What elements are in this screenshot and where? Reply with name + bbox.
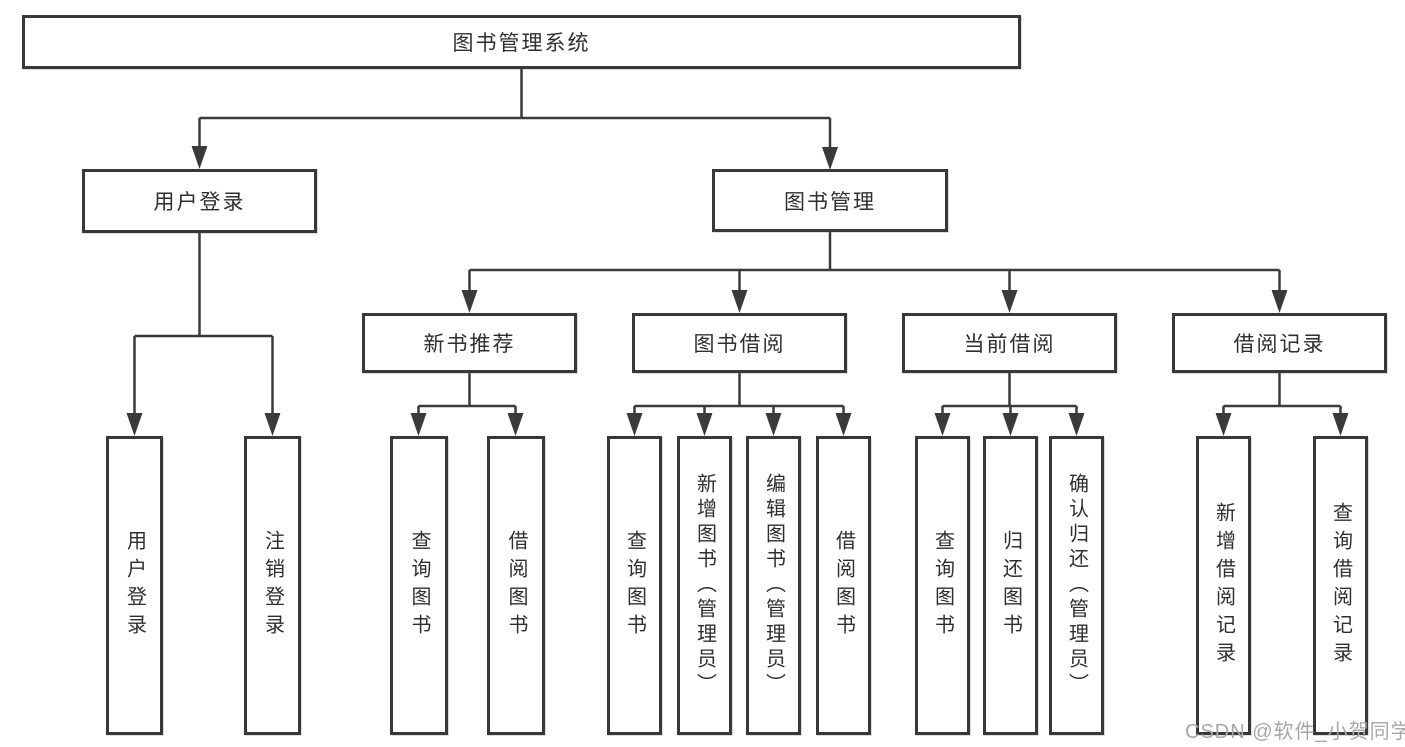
node-library-management-system: 图书管理系统 — [22, 15, 1021, 69]
node-label: 借阅记录 — [1233, 333, 1326, 356]
node-label: 注销登录 — [261, 529, 284, 642]
node-label: 新增借阅记录 — [1212, 501, 1235, 670]
csdn-watermark: CSDN @软件_小贺同学 — [1185, 721, 1405, 743]
leaf-edit-books-admin: 编辑图书（管理员） — [746, 436, 801, 735]
node-label: 用户登录 — [153, 191, 246, 214]
node-label: 查询图书 — [931, 529, 954, 642]
node-label: 新书推荐 — [423, 333, 516, 356]
leaf-query-borrow-record: 查询借阅记录 — [1313, 436, 1368, 735]
node-label: 确认归还（管理员） — [1065, 473, 1088, 698]
node-label: 用户登录 — [123, 529, 146, 642]
leaf-confirm-return-admin: 确认归还（管理员） — [1049, 436, 1104, 735]
arrowhead-icons — [126, 146, 1349, 436]
node-new-book-recommendation: 新书推荐 — [362, 313, 577, 373]
node-user-login: 用户登录 — [82, 169, 317, 233]
node-label: 图书借阅 — [693, 333, 786, 356]
node-label: 当前借阅 — [963, 333, 1056, 356]
leaf-query-books-current: 查询图书 — [915, 436, 970, 735]
node-label: 借阅图书 — [832, 529, 855, 642]
node-current-borrowing: 当前借阅 — [902, 313, 1117, 373]
leaf-query-books-borrowing: 查询图书 — [607, 436, 662, 735]
node-borrowing-records: 借阅记录 — [1172, 313, 1387, 373]
leaf-query-books-recommend: 查询图书 — [390, 436, 448, 735]
leaf-return-books: 归还图书 — [983, 436, 1038, 735]
node-label: 归还图书 — [999, 529, 1022, 642]
leaf-add-books-admin: 新增图书（管理员） — [677, 436, 732, 735]
node-label: 图书管理系统 — [452, 32, 591, 55]
node-label: 编辑图书（管理员） — [762, 473, 785, 698]
node-label: 查询图书 — [408, 529, 430, 642]
node-book-management: 图书管理 — [712, 169, 948, 232]
leaf-add-borrow-record: 新增借阅记录 — [1196, 436, 1251, 735]
leaf-borrow-books-borrowing: 借阅图书 — [816, 436, 871, 735]
leaf-logout: 注销登录 — [244, 436, 301, 735]
node-label: 新增图书（管理员） — [693, 473, 716, 698]
leaf-borrow-books-recommend: 借阅图书 — [487, 436, 545, 735]
node-label: 查询借阅记录 — [1329, 501, 1352, 670]
node-label: 图书管理 — [784, 190, 876, 214]
leaf-user-login: 用户登录 — [106, 436, 163, 735]
node-book-borrowing: 图书借阅 — [632, 313, 847, 373]
connector-path — [133, 68, 1342, 416]
node-label: 查询图书 — [623, 529, 646, 642]
node-label: 借阅图书 — [505, 529, 527, 642]
